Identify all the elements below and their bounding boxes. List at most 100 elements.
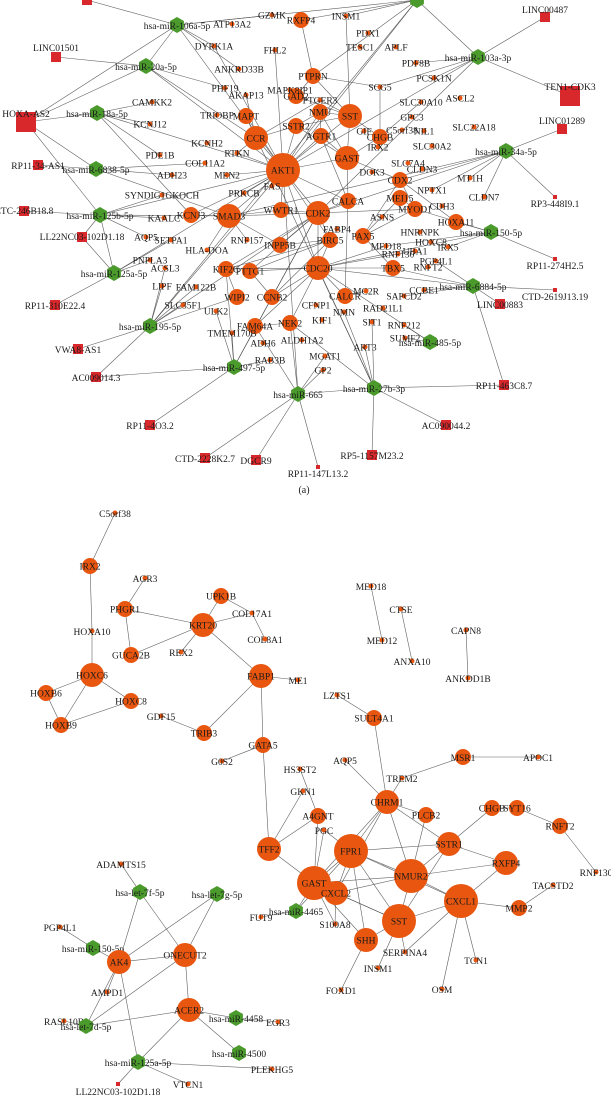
node-label: RNFT2: [545, 823, 574, 833]
lncrna-square: [251, 455, 261, 465]
node-hoxb6: HOXB6: [30, 685, 62, 701]
edge-m18a-hoxaas2: [25, 112, 98, 123]
edge-m20a-akt1: [145, 65, 284, 171]
node-label: HOXA10: [74, 628, 111, 638]
gene-circle: [300, 788, 306, 794]
edge-cdx2-hoxa11: [399, 179, 457, 223]
node-krt20: KRT20: [189, 613, 217, 637]
gene-circle: [267, 357, 273, 363]
mirna-hexagon: [291, 386, 305, 402]
node-acsl3: ACSL3: [150, 265, 179, 275]
gene-circle: [322, 232, 338, 248]
node-label: RP11-310E22.4: [25, 302, 86, 312]
gene-circle: [429, 187, 435, 193]
gene-circle: [429, 143, 435, 149]
node-hsa-mir-34a-5p: hsa-miR-34a-5p: [475, 143, 537, 159]
node-chrm1: CHRM1: [371, 790, 404, 814]
node-ankrd33b: ANKRD33B: [214, 66, 264, 76]
node-label: TMEM170B: [207, 330, 256, 340]
gene-circle: [379, 637, 385, 643]
edge-calca-calcr: [344, 200, 349, 297]
gene-circle: [417, 229, 423, 235]
gene-circle: [463, 627, 469, 633]
node-hsa-mir-125a-5p: hsa-miR-125a-5p: [81, 265, 147, 281]
edge-m27b-nmn: [343, 311, 375, 389]
gene-circle: [159, 283, 165, 289]
node-slc22a18: SLC22A18: [452, 124, 496, 134]
edge-topm-akt1: [282, 0, 418, 171]
node-med18: MED18: [356, 583, 387, 593]
edge-m27b-rp11463: [373, 384, 505, 389]
edge-m18a-kcnj12: [96, 112, 151, 125]
edge-m125b-syndig1: [99, 194, 163, 216]
node-hsa-mir-6884-5p: hsa-miR-6884-5p: [439, 278, 507, 294]
gene-circle: [338, 104, 362, 128]
node-label: ME1: [289, 677, 308, 687]
node-label: CCR: [246, 135, 266, 145]
node-label: CHRM1: [371, 799, 404, 809]
gene-circle: [273, 202, 289, 218]
gene-circle: [269, 183, 275, 189]
node-label: GAST: [335, 155, 360, 165]
node-label: RXFP4: [492, 860, 521, 870]
node-pax5: PAX5: [352, 228, 375, 244]
node-gast: GAST: [297, 866, 331, 900]
lncrna-square: [16, 112, 36, 132]
node-label: KCNJ3: [177, 212, 206, 222]
node-label: AC090044.2: [422, 422, 471, 432]
node-label: GAST: [302, 880, 327, 890]
node-s100a8: S100A8: [319, 921, 350, 931]
node-med12: MED12: [367, 637, 398, 647]
mirna-hexagon: [170, 17, 184, 33]
gene-circle: [249, 664, 273, 688]
edge-akt1-fhl2: [274, 49, 284, 171]
edge-m665-fam64a: [254, 325, 299, 395]
node-label: CALCA: [332, 198, 364, 208]
node-label: HOXA11: [438, 219, 475, 229]
node-ptger3: PTGER3: [303, 97, 338, 107]
node-hsa-let-7d-5p: hsa-let-7d-5p: [61, 1018, 112, 1034]
node-label: CALCR: [329, 293, 361, 303]
node-label: hsa-miR-4500: [212, 1050, 267, 1060]
node-dok3: DOK3: [359, 169, 385, 179]
gene-circle: [535, 754, 541, 760]
node-label: DOK3: [359, 169, 385, 179]
node-label: SST: [391, 918, 408, 928]
node-ankdd1b: ANKDD1B: [445, 675, 490, 685]
node-label: CTSE: [389, 606, 412, 616]
node-label: ULK2: [204, 308, 229, 318]
edge-akt1-dyrk1a: [213, 45, 284, 171]
gene-circle: [287, 87, 293, 93]
node-aqp5: AQP5: [333, 757, 357, 767]
node-adamts15: ADAMTS15: [96, 861, 146, 871]
gene-circle: [338, 987, 344, 993]
node-chgb: CHGB: [367, 129, 393, 145]
node-label: HS3ST2: [284, 766, 317, 776]
lncrna-square: [441, 420, 451, 430]
edge-topm-m103a: [416, 0, 479, 58]
node-label: PTTG1: [236, 268, 265, 278]
node-ccbe1: CCBE1: [409, 287, 439, 297]
node-label: RP11-147L13.2: [288, 470, 349, 480]
node-hoxc8: HOXC8: [115, 693, 147, 709]
edge-m27b-m665: [297, 387, 375, 395]
edge-topm-insm1: [345, 0, 418, 17]
edge-cdk2-myod1: [317, 208, 416, 214]
edge-m195-wipi2: [149, 296, 238, 327]
node-pde1b: PDE1B: [145, 152, 174, 162]
edge-m106a-hoxaas2: [25, 24, 178, 123]
edge-guca2b-krt20: [130, 624, 204, 656]
node-hsa-mir-6838-5p: hsa-miR-6838-5p: [62, 161, 130, 177]
node-label: SERPINA4: [383, 949, 428, 959]
node-label: INSM1: [364, 965, 393, 975]
node-hsa-mir-27b-3p: hsa-miR-27b-3p: [343, 380, 405, 396]
gene-circle: [173, 943, 197, 967]
gene-circle: [180, 302, 186, 308]
gene-circle: [509, 800, 525, 816]
node-rp11-147l13-2: RP11-147L13.2: [288, 465, 349, 480]
gene-circle: [363, 288, 369, 294]
node-label: hsa-miR-6884-5p: [439, 283, 506, 293]
node-akt1: AKT1: [266, 153, 300, 187]
node-label: MEI15: [387, 195, 414, 205]
gene-circle: [362, 344, 368, 350]
